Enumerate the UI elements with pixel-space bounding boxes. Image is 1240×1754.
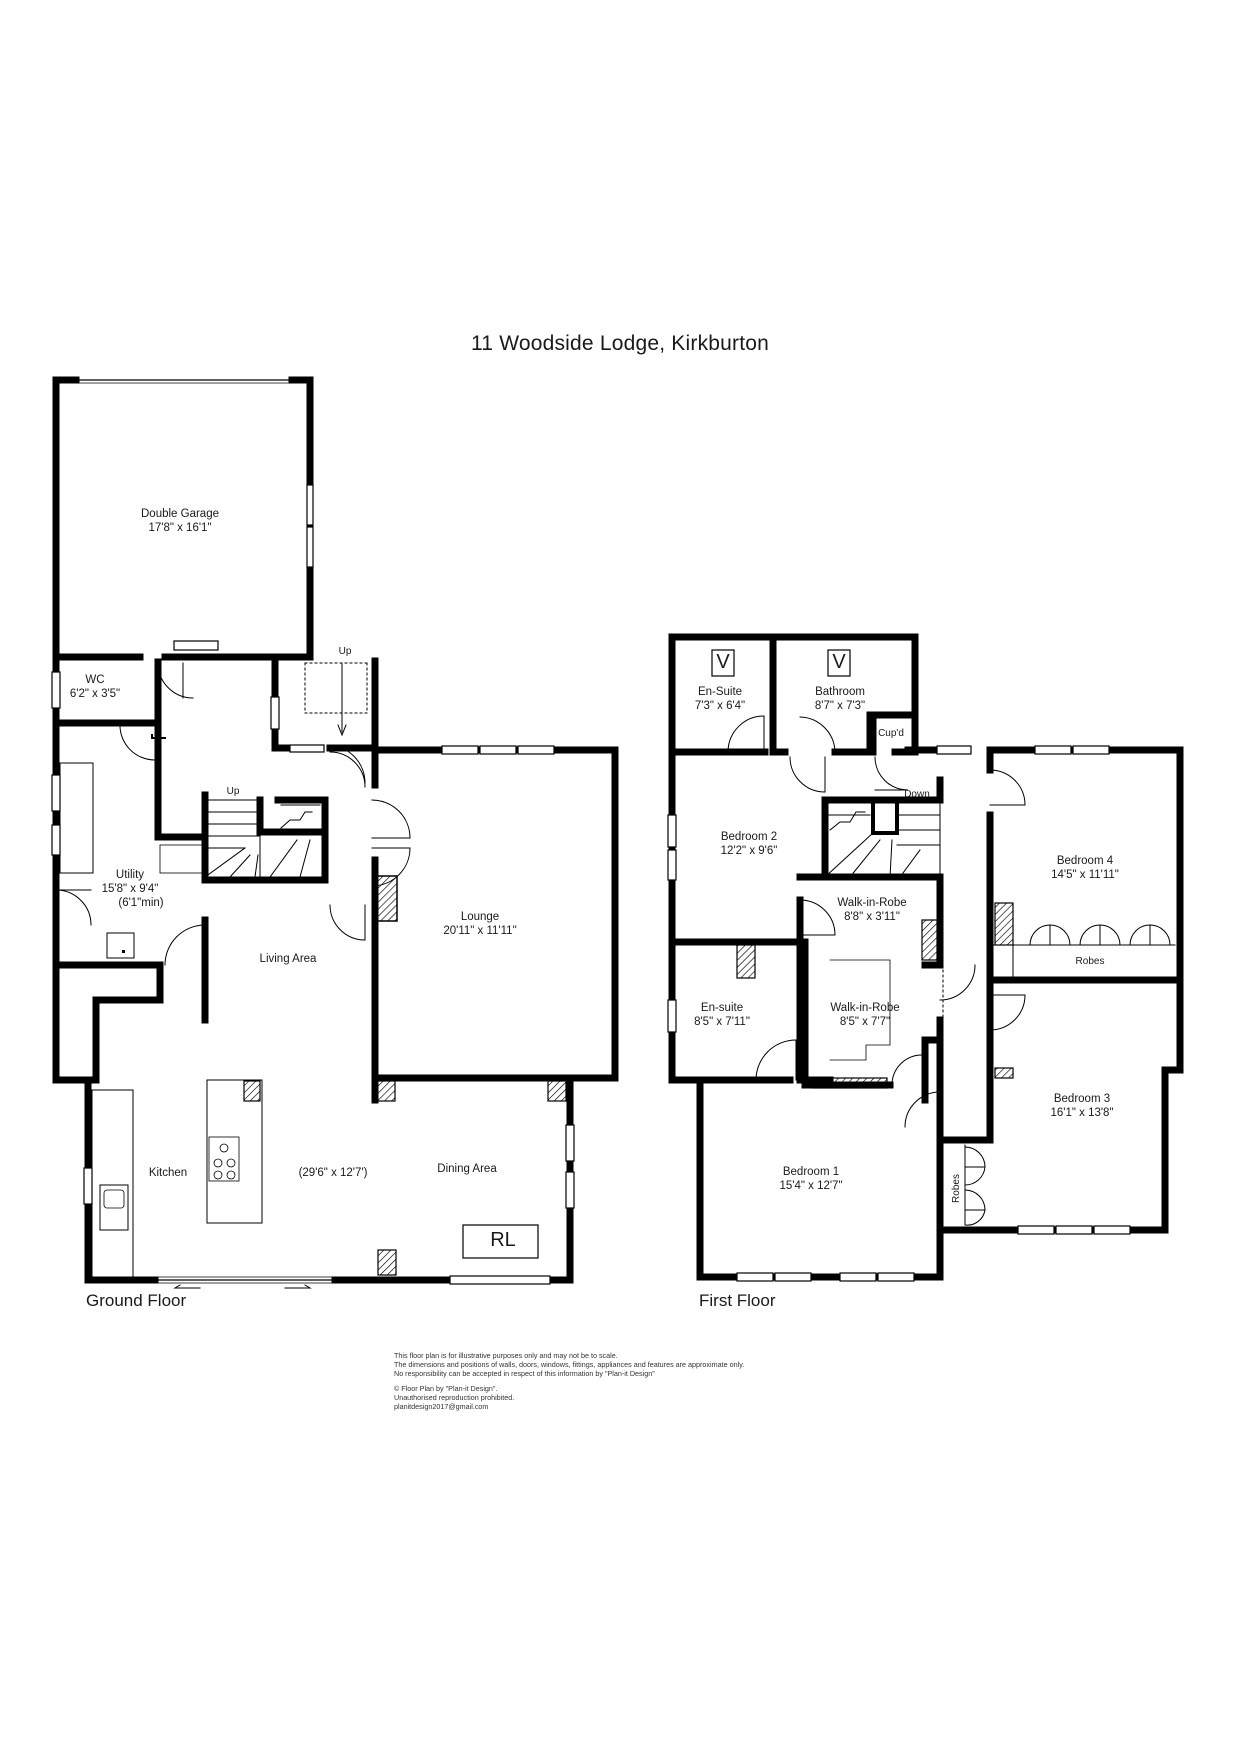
utility-worktop: [59, 762, 94, 874]
first-floor-plan: [667, 633, 1184, 1282]
room-name: Walk-in-Robe: [830, 1002, 900, 1014]
room-walk-in-robe-1: Walk-in-Robe 8'8" x 3'11": [837, 896, 906, 924]
room-size: 20'11" x 11'11": [443, 925, 517, 937]
room-size: 16'1" x 13'8": [1050, 1107, 1114, 1119]
room-name: Lounge: [460, 911, 500, 923]
room-size: 8'7" x 7'3": [814, 700, 866, 712]
ground-doors: [55, 662, 411, 966]
room-bedroom-1: Bedroom 1 15'4" x 12'7": [779, 1165, 842, 1193]
room-size: 15'4" x 12'7": [779, 1180, 843, 1192]
vent-label: V: [832, 651, 846, 673]
ground-floor-plan: [51, 376, 619, 1289]
room-name: WC: [85, 674, 105, 686]
vent-label: V: [716, 651, 730, 673]
kitchen-island: [206, 1079, 263, 1224]
room-utility: Utility 15'8" x 9'4" (6'1"min): [96, 868, 164, 910]
room-lounge: Lounge 20'11" x 11'11": [443, 910, 516, 938]
ground-floor-label: Ground Floor: [86, 1291, 187, 1310]
kitchen-worktop: [91, 1089, 134, 1278]
note-line: The dimensions and positions of walls, d…: [394, 1360, 745, 1370]
room-name: En-Suite: [697, 686, 743, 698]
room-size: 8'5" x 7'11": [694, 1016, 750, 1028]
room-name: Bedroom 3: [1053, 1093, 1111, 1105]
first-floor-stairs: [824, 798, 941, 878]
room-bedroom-4: Bedroom 4 14'5" x 11'11": [1051, 854, 1119, 882]
disclaimer-notes: This floor plan is for illustrative purp…: [394, 1351, 744, 1411]
room-name: Bathroom: [815, 686, 865, 698]
note-line: Unauthorised reproduction prohibited.: [394, 1392, 515, 1402]
room-size: 6'2" x 3'5": [69, 688, 121, 700]
room-walk-in-robe-2: Walk-in-Robe 8'5" x 7'7": [830, 1001, 899, 1029]
room-name: Walk-in-Robe: [837, 897, 907, 909]
room-robes: Robes: [1075, 956, 1105, 967]
room-name: Kitchen: [148, 1167, 188, 1179]
room-name: Double Garage: [141, 508, 219, 520]
rl-unit: [462, 1224, 539, 1259]
room-kitchen: Kitchen: [149, 1166, 187, 1180]
room-note: (6'1"min): [118, 897, 164, 909]
room-size: 15'8" x 9'4": [101, 883, 159, 895]
stair-down-label: Down: [904, 789, 930, 800]
room-bathroom: Bathroom 8'7" x 7'3": [815, 685, 865, 713]
room-size: (29'6" x 12'7'): [298, 1167, 368, 1179]
room-size: 12'2" x 9'6": [720, 845, 778, 857]
room-size: 8'5" x 7'7": [839, 1016, 891, 1028]
room-double-garage: Double Garage 17'8" x 16'1": [141, 507, 219, 535]
note-line: No responsibility can be accepted in res…: [394, 1369, 655, 1379]
room-name: Bedroom 1: [782, 1166, 840, 1178]
room-name: Dining Area: [437, 1163, 497, 1175]
room-robes-vertical: Robes: [950, 1174, 962, 1203]
room-size: 17'8" x 16'1": [148, 522, 212, 534]
stair-up-label: Up: [226, 786, 240, 797]
plan-title: 11 Woodside Lodge, Kirkburton: [470, 332, 770, 355]
stair-up-label: Up: [338, 646, 352, 657]
room-size: 14'5" x 11'11": [1051, 869, 1119, 881]
room-living-area: Living Area: [260, 952, 317, 966]
note-line: © Floor Plan by "Plan-it Design".: [394, 1383, 498, 1393]
room-size: 7'3" x 6'4": [694, 700, 746, 712]
lounge-walls: [371, 746, 619, 1284]
room-bedroom-2: Bedroom 2 12'2" x 9'6": [721, 830, 778, 858]
room-name: Utility: [115, 869, 145, 881]
kitchen-sink: [99, 1184, 129, 1231]
garage-window: [306, 484, 314, 526]
note-line: This floor plan is for illustrative purp…: [394, 1351, 618, 1360]
room-bedroom-3: Bedroom 3 16'1" x 13'8": [1050, 1092, 1113, 1120]
room-cupboard: Cup'd: [878, 728, 904, 739]
room-wc: WC 6'2" x 3'5": [70, 673, 120, 701]
room-size: 8'8" x 3'11": [844, 911, 900, 923]
ground-stairs: [204, 799, 261, 878]
rl-label: RL: [490, 1229, 516, 1251]
fireplace: [376, 875, 398, 922]
contact-email: planitdesign2017@gmail.com: [394, 1402, 489, 1412]
room-name: En-suite: [700, 1002, 744, 1014]
room-name: Bedroom 4: [1056, 855, 1114, 867]
utility-sink: [106, 932, 135, 959]
first-floor-label: First Floor: [699, 1291, 776, 1310]
room-dining-area: Dining Area: [437, 1162, 496, 1176]
room-name: Bedroom 2: [720, 831, 778, 843]
first-floor-doors: [727, 715, 1026, 1128]
room-en-suite-top: En-Suite 7'3" x 6'4": [695, 685, 745, 713]
room-en-suite-lower: En-suite 8'5" x 7'11": [694, 1001, 750, 1029]
room-name: Living Area: [259, 953, 317, 965]
room-open-plan-size: (29'6" x 12'7'): [299, 1166, 368, 1180]
